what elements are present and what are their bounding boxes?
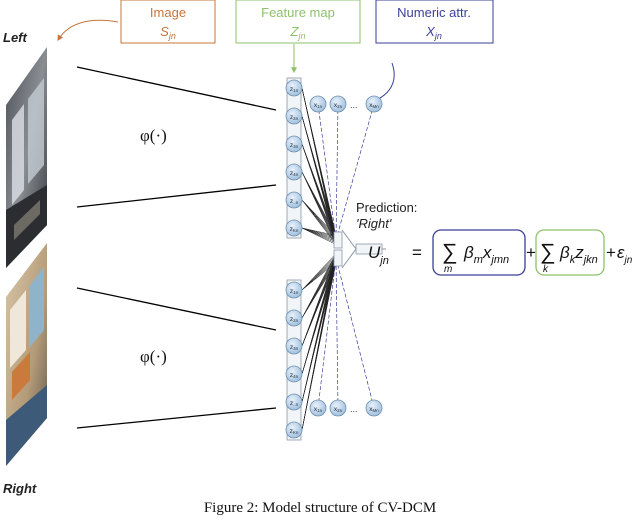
- eq-lhs: Ujn: [368, 243, 389, 267]
- prediction-value: 'Right': [356, 216, 392, 231]
- eq-error-term: εjn: [617, 243, 633, 266]
- eq-sum2-symbol: ∑: [540, 239, 556, 264]
- x-node-label: x2n: [334, 406, 343, 413]
- legend-numeric-box: [375, 0, 494, 44]
- x-node-label: xMn: [369, 406, 379, 413]
- left-label: Left: [3, 30, 28, 45]
- z-node: [285, 219, 303, 237]
- z-node: [285, 163, 303, 181]
- image-arrow: [57, 19, 119, 42]
- numeric-connection-line: [335, 103, 375, 241]
- eq-sum1-symbol: ∑: [442, 239, 458, 264]
- x-node-ellipsis: ...: [350, 404, 358, 414]
- eq-sum1-body: βmxjmn: [463, 243, 509, 266]
- z-column-top: [286, 77, 302, 239]
- z-node: [285, 421, 303, 439]
- eq-numeric-term-box: [432, 229, 526, 276]
- legend-feature-map-box: [235, 0, 361, 44]
- output-unit-bottom: [333, 249, 343, 267]
- z-node: [285, 107, 303, 125]
- z-node-label: zKn: [290, 226, 299, 233]
- numeric-connection-line: [335, 257, 375, 409]
- x-node: [329, 399, 347, 417]
- z-node-label: z2n: [290, 114, 299, 121]
- z-node-label: z3n: [290, 344, 299, 351]
- z-node: [285, 79, 303, 97]
- x-node: [365, 95, 383, 113]
- x-node-label: xMn: [369, 102, 379, 109]
- z-node-label: zKn: [290, 428, 299, 435]
- eq-plus-1: +: [526, 243, 536, 262]
- z-node: [285, 337, 303, 355]
- numeric-connection-line: [335, 257, 339, 409]
- legend-image-box: [120, 0, 216, 44]
- legend-image-title: Image: [150, 5, 186, 20]
- z-node: [285, 135, 303, 153]
- eq-sum2-body: βkzjkn: [559, 243, 598, 266]
- x-node-label: x2n: [334, 102, 343, 109]
- utility-equation: Ujn = ∑ m βmxjmn + ∑ k βkzjkn + εjn: [368, 229, 633, 276]
- legend-image: Image Sjn: [120, 0, 216, 44]
- z-node: [285, 309, 303, 327]
- phi-label-top: φ(·): [140, 126, 167, 145]
- eq-sum2-index: k: [543, 264, 549, 275]
- eq-equals: =: [412, 243, 422, 262]
- x-node: [309, 95, 327, 113]
- z-node-label: z4n: [290, 372, 299, 379]
- figure-caption: Figure 2: Model structure of CV-DCM: [203, 500, 437, 516]
- z-node-label: z2n: [290, 316, 299, 323]
- output-unit-top: [333, 231, 343, 249]
- x-node-label: x1n: [314, 102, 323, 109]
- x-node-label: x1n: [314, 406, 323, 413]
- z-node-label: z3n: [290, 142, 299, 149]
- z-node-label: z..n: [290, 198, 299, 205]
- eq-sum1-index: m: [444, 264, 452, 275]
- legend-numeric-symbol: Xjn: [425, 24, 442, 41]
- eq-feature-term-box: [535, 229, 605, 276]
- left-image: [6, 47, 47, 268]
- z-node: [285, 393, 303, 411]
- legend-feature-map: Feature map Zjn: [235, 0, 361, 44]
- connection-line: [301, 262, 337, 431]
- x-node: [329, 95, 347, 113]
- prediction-title: Prediction:: [356, 200, 417, 215]
- numeric-connection-line: [335, 103, 339, 241]
- legend-numeric: Numeric attr. Xjn: [375, 0, 494, 44]
- x-node: [365, 399, 383, 417]
- x-node: [309, 399, 327, 417]
- connection-line: [301, 199, 337, 245]
- z-node-label: z4n: [290, 170, 299, 177]
- z-column-bottom: [286, 279, 302, 441]
- legend-feature-map-title: Feature map: [261, 5, 335, 20]
- legend-numeric-title: Numeric attr.: [397, 5, 471, 20]
- phi-label-bottom: φ(·): [140, 347, 167, 366]
- z-node: [285, 281, 303, 299]
- x-node-ellipsis: ...: [350, 100, 358, 110]
- legend-feature-map-symbol: Zjn: [290, 24, 306, 41]
- z-node-label: z1n: [290, 86, 299, 93]
- z-node: [285, 365, 303, 383]
- network-layer: z1n z2n z3n z4n z..n zKn x1n x2n xMn... z1n z2n z3n…: [285, 77, 386, 441]
- proj-line-top-upper: [76, 66, 277, 111]
- z-node: [285, 191, 303, 209]
- z-node-label: z1n: [290, 288, 299, 295]
- numeric-connection-line: [317, 257, 337, 409]
- eq-plus-2: +: [606, 243, 616, 262]
- numeric-connection-line: [317, 103, 337, 241]
- connection-line: [301, 227, 337, 245]
- proj-line-top-lower: [76, 184, 277, 208]
- proj-line-bottom-upper: [76, 287, 277, 331]
- proj-line-bottom-lower: [76, 407, 277, 429]
- softmax-connector: [341, 229, 357, 269]
- right-image: [6, 243, 47, 466]
- right-label: Right: [3, 481, 37, 496]
- z-node-label: z..n: [290, 400, 299, 407]
- legend-image-symbol: Sjn: [160, 24, 176, 41]
